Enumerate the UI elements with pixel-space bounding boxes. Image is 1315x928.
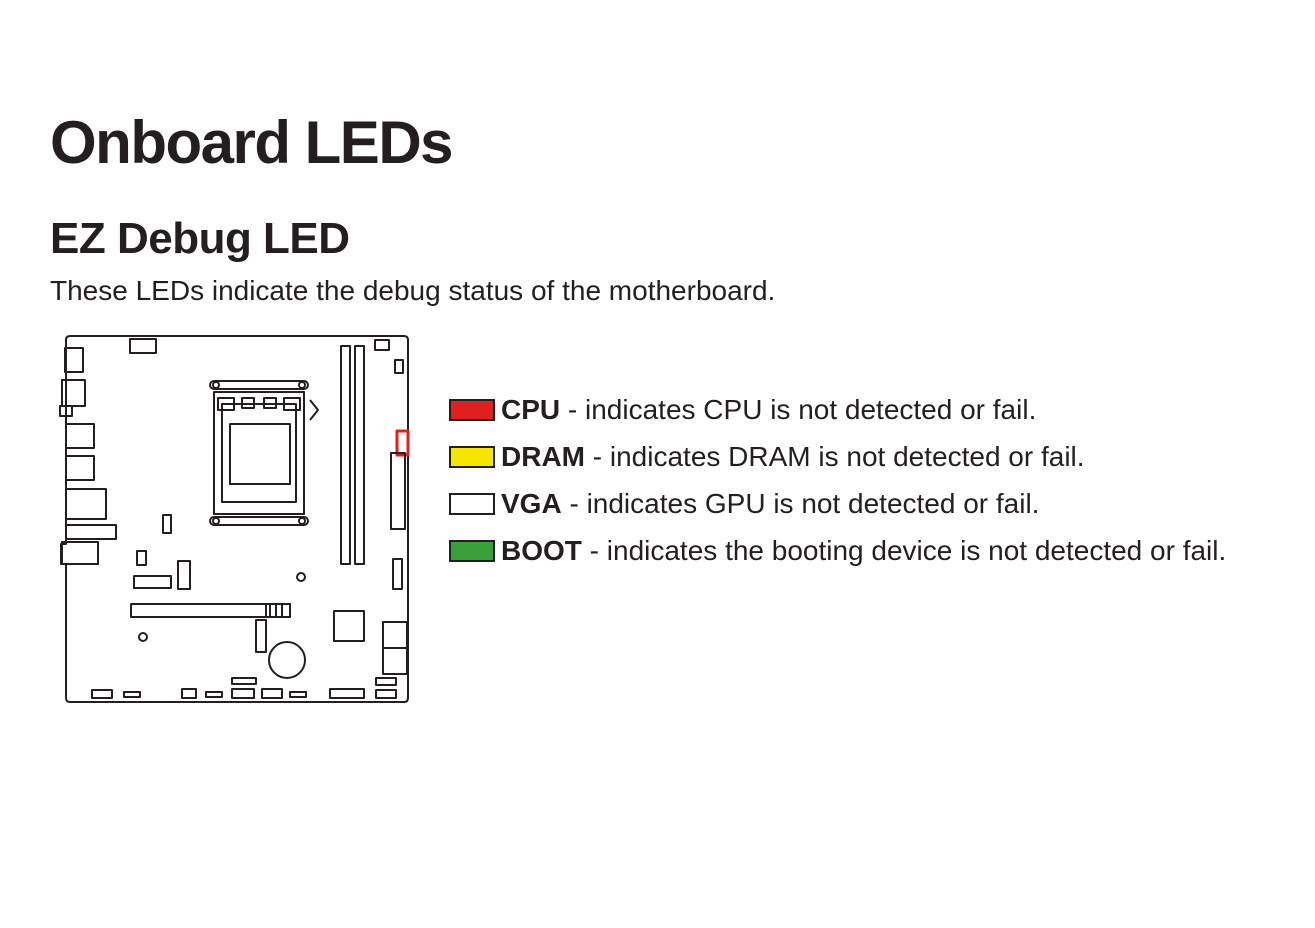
legend-item-boot: BOOT - indicates the booting device is n… [449, 527, 1226, 574]
led-legend: CPU - indicates CPU is not detected or f… [449, 386, 1226, 574]
legend-description: - indicates CPU is not detected or fail. [560, 393, 1037, 425]
boot-led-swatch [449, 539, 495, 562]
cpu-led-swatch [449, 398, 495, 421]
legend-description: - indicates DRAM is not detected or fail… [585, 440, 1085, 472]
board-outline [60, 335, 409, 703]
section-title: EZ Debug LED [50, 214, 350, 263]
rear-io-ports [59, 347, 117, 565]
legend-name: DRAM [501, 440, 585, 472]
legend-name: VGA [501, 487, 562, 519]
pcie-slot [130, 603, 291, 618]
legend-description: - indicates GPU is not detected or fail. [561, 487, 1040, 519]
legend-item-dram: DRAM - indicates DRAM is not detected or… [449, 433, 1226, 480]
page-title: Onboard LEDs [50, 109, 454, 176]
dimm-slots [340, 345, 365, 565]
motherboard-diagram [59, 335, 410, 703]
ez-debug-led-location [395, 429, 410, 457]
section-description: These LEDs indicate the debug status of … [50, 275, 776, 306]
legend-name: CPU [501, 393, 561, 425]
bottom-headers [91, 677, 397, 699]
cpu-socket [209, 380, 319, 526]
cmos-battery [268, 641, 306, 679]
dram-led-swatch [449, 445, 495, 468]
legend-item-cpu: CPU - indicates CPU is not detected or f… [449, 386, 1226, 433]
legend-name: BOOT [501, 534, 582, 566]
vga-led-swatch [449, 492, 495, 515]
legend-description: - indicates the booting device is not de… [581, 534, 1227, 566]
legend-item-vga: VGA - indicates GPU is not detected or f… [449, 480, 1226, 527]
